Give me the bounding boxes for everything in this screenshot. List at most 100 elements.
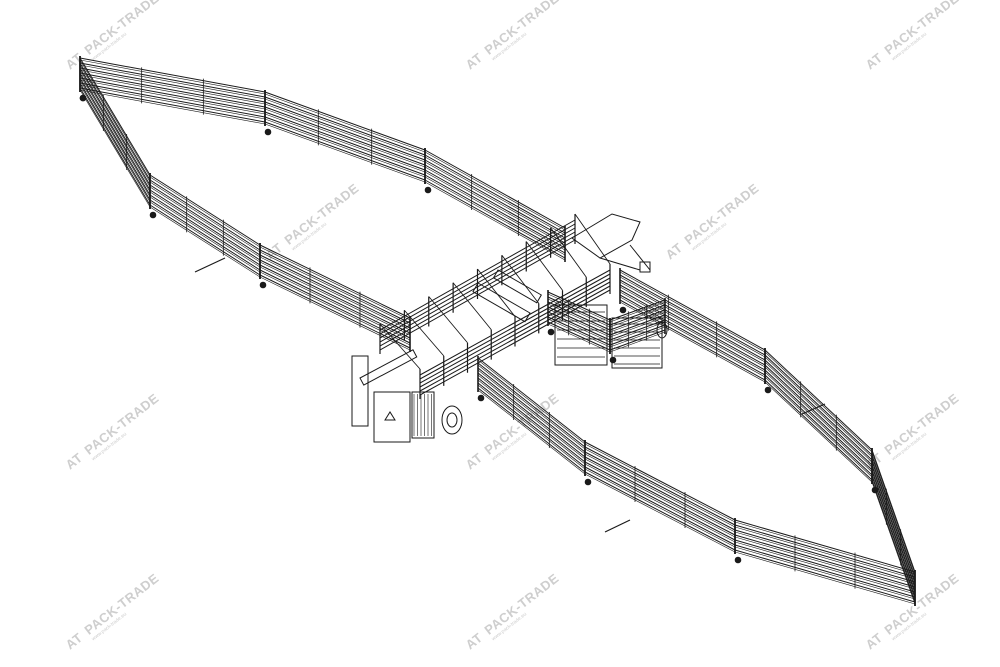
fence-rail xyxy=(477,374,586,460)
fence-rail xyxy=(764,376,873,478)
crush-door xyxy=(373,391,411,443)
fence-rail xyxy=(619,269,766,351)
fence-rail xyxy=(264,113,426,173)
fence-rail xyxy=(79,74,266,110)
fence-rail xyxy=(764,351,873,453)
fence-rail xyxy=(149,179,261,251)
panel-foot-wheel xyxy=(149,211,157,219)
fence-rail xyxy=(79,69,266,105)
fence-rail xyxy=(264,116,426,176)
watermark-brand: PACK-TRADE xyxy=(82,0,162,58)
fence-rail xyxy=(264,96,426,156)
panel-foot-wheel xyxy=(477,394,485,402)
fence-rail xyxy=(477,387,586,473)
panel-foot-wheel xyxy=(734,556,742,564)
upper-left-yard-back-fence xyxy=(79,56,566,262)
fence-rail xyxy=(619,291,766,373)
fence-rail xyxy=(584,471,736,551)
fence-rail xyxy=(584,441,736,521)
fence-rail xyxy=(259,261,411,336)
fence-rail xyxy=(609,309,666,331)
fence-rail xyxy=(609,319,666,341)
fence-rail xyxy=(764,359,873,461)
fence-rail xyxy=(259,271,411,346)
fence-rail xyxy=(584,451,736,531)
fence-rail xyxy=(477,379,586,465)
loading-ramp xyxy=(554,213,668,369)
fence-rail xyxy=(424,156,566,236)
fence-rail xyxy=(477,367,586,453)
panel-foot-wheel xyxy=(584,478,592,486)
race-crossbar xyxy=(525,241,563,291)
watermark-logo-letters: AT xyxy=(463,50,486,73)
forcing-pen-fence xyxy=(547,290,666,364)
race-crossbar xyxy=(501,254,540,304)
fence-rail xyxy=(264,91,426,151)
fence-rail xyxy=(259,249,411,324)
fence-rail xyxy=(424,169,566,249)
fence-rail xyxy=(79,79,151,198)
fence-rail xyxy=(764,364,873,466)
fence-rail xyxy=(79,79,266,115)
fence-rail xyxy=(424,179,566,259)
forcing-pen-gate xyxy=(554,304,608,366)
fence-rail xyxy=(149,199,261,271)
fence-rail xyxy=(619,276,766,358)
race-crossbar xyxy=(574,213,611,265)
fence-rail xyxy=(264,106,426,166)
fence-rail xyxy=(149,181,261,253)
fence-rail xyxy=(584,453,736,533)
fence-rail xyxy=(584,466,736,546)
fence-rail xyxy=(734,519,916,573)
fence-rail xyxy=(477,384,586,470)
race-crossbar xyxy=(428,296,468,344)
fence-rail xyxy=(609,311,666,333)
fence-rail xyxy=(477,372,586,458)
fence-rail xyxy=(424,159,566,239)
stabilizer-bar xyxy=(604,519,631,533)
fence-rail xyxy=(619,286,766,368)
fence-rail xyxy=(609,301,666,323)
fence-rail xyxy=(79,74,151,193)
fence-rail xyxy=(584,458,736,538)
fence-rail xyxy=(79,84,266,120)
fence-rail xyxy=(477,377,586,463)
watermark-brand: PACK-TRADE xyxy=(482,0,562,58)
fence-rail xyxy=(79,57,266,93)
fence-rail xyxy=(734,551,916,605)
fence-rail xyxy=(424,161,566,241)
stabilizer-bar xyxy=(801,403,826,415)
fence-rail xyxy=(547,311,611,341)
fence-rail xyxy=(764,354,873,456)
fence-rail xyxy=(264,118,426,178)
fence-rail xyxy=(79,57,151,176)
fence-rail xyxy=(264,98,426,158)
fence-rail xyxy=(149,191,261,263)
fence-rail xyxy=(734,544,916,598)
panel-foot-wheel xyxy=(619,306,627,314)
fence-rail xyxy=(764,371,873,473)
fence-rail xyxy=(871,481,916,605)
fence-rail xyxy=(619,299,766,381)
fence-rail xyxy=(477,364,586,450)
fence-rail xyxy=(547,296,611,326)
fence-rail xyxy=(734,546,916,600)
panel-foot-wheel xyxy=(609,356,617,364)
fence-rail xyxy=(609,326,666,348)
fence-rail xyxy=(871,449,916,573)
watermark-brand: PACK-TRADE xyxy=(82,570,162,637)
fence-rail xyxy=(547,318,611,348)
fence-rail xyxy=(609,304,666,326)
fence-rail xyxy=(259,274,411,349)
fence-rail xyxy=(259,264,411,339)
overhead-walkway xyxy=(472,282,531,323)
fence-rail xyxy=(547,298,611,328)
fence-rail xyxy=(734,541,916,595)
fence-rail xyxy=(149,186,261,258)
fence-rail xyxy=(734,529,916,583)
fence-rail xyxy=(424,154,566,234)
fence-rail xyxy=(149,194,261,266)
fence-rail xyxy=(871,466,916,590)
